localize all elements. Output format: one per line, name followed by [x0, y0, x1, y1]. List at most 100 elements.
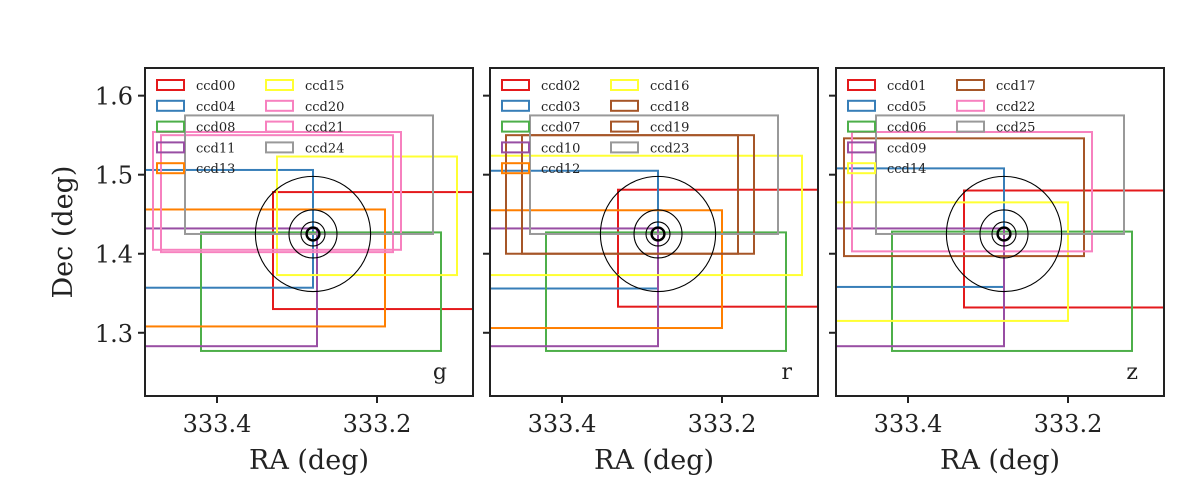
legend-label: ccd22	[996, 100, 1035, 115]
legend-label: ccd05	[887, 100, 926, 115]
legend-label: ccd03	[541, 100, 580, 115]
legend: ccd01 ccd05 ccd06 ccd09 ccd14 ccd17 ccd22 ccd25	[847, 79, 1035, 177]
ccd-footprint-ccd06	[891, 230, 1133, 352]
legend-swatch	[610, 141, 639, 154]
ccd-footprint-ccd13	[145, 208, 386, 328]
y-axis-label: Dec (deg)	[48, 166, 79, 299]
legend-swatch	[847, 120, 876, 133]
legend-label: ccd20	[305, 100, 344, 115]
panel-g: 333.4 333.2 1.3 1.4 1.5 1.6 RA (deg) Dec (deg) g…	[48, 67, 474, 476]
aperture-circle	[991, 221, 1017, 247]
legend-swatch	[501, 120, 530, 133]
legend-swatch	[956, 120, 985, 133]
legend-swatch	[156, 162, 185, 175]
legend-swatch	[956, 79, 985, 91]
aperture-circle	[288, 209, 338, 259]
plot-area	[145, 114, 473, 352]
legend-label: ccd07	[541, 121, 580, 136]
legend-label: ccd13	[196, 162, 235, 177]
x-axis-label: RA (deg)	[940, 445, 1060, 476]
legend-label: ccd23	[650, 141, 689, 156]
x-tick-label: 333.2	[1034, 410, 1103, 438]
aperture-circle	[633, 209, 683, 259]
aperture-circle	[300, 221, 326, 247]
x-tick-label: 333.2	[688, 410, 757, 438]
aperture-circle	[650, 226, 666, 242]
ccd-footprint-ccd25	[875, 114, 1125, 235]
aperture-circle	[305, 226, 321, 242]
legend: ccd00ccd04ccd08ccd11ccd13ccd15ccd20ccd21…	[156, 79, 344, 177]
axes-frame	[835, 67, 1165, 397]
y-tick-label: 1.6	[95, 83, 133, 111]
y-tick-label: 1.4	[95, 241, 133, 269]
legend-label: ccd17	[996, 79, 1035, 94]
ccd-footprint-ccd12	[490, 209, 723, 330]
x-tick-label: 333.4	[183, 410, 252, 438]
legend-label: ccd24	[305, 141, 344, 156]
legend-label: ccd04	[196, 100, 235, 115]
legend-swatch	[156, 99, 185, 112]
ccd-footprint-ccd11	[145, 227, 318, 348]
legend-label: ccd19	[650, 121, 689, 136]
legend-label: ccd02	[541, 79, 580, 94]
legend-label: ccd21	[305, 121, 344, 136]
legend-label: ccd09	[887, 141, 926, 156]
ccd-footprint-ccd08	[200, 231, 442, 352]
legend-label: ccd00	[196, 79, 235, 94]
legend-swatch	[610, 120, 639, 133]
legend-label: ccd06	[887, 121, 926, 136]
aperture-circle	[996, 226, 1012, 242]
legend-swatch	[501, 162, 530, 175]
legend-swatch	[501, 79, 530, 91]
legend: ccd02 ccd03 ccd07 ccd10 ccd12 ccd16 ccd18 ccd19…	[501, 79, 689, 177]
legend-label: ccd15	[305, 79, 344, 94]
legend-swatch	[265, 99, 294, 112]
legend-swatch	[847, 79, 876, 91]
legend-swatch	[156, 79, 185, 91]
legend-swatch	[847, 99, 876, 112]
x-axis-label: RA (deg)	[594, 445, 714, 476]
ccd-footprint-ccd02	[617, 188, 818, 308]
band-label: z	[1126, 360, 1138, 385]
aperture-circle	[599, 175, 717, 293]
legend-swatch	[156, 120, 185, 133]
legend-label: ccd01	[887, 79, 926, 94]
legend-label: ccd12	[541, 162, 580, 177]
axes-frame	[489, 67, 819, 397]
legend-label: ccd18	[650, 100, 689, 115]
legend-swatch	[501, 99, 530, 112]
axes-frame	[144, 67, 474, 397]
legend-swatch	[847, 162, 876, 175]
ccd-footprint-ccd24	[184, 114, 434, 235]
aperture-circle	[254, 175, 372, 293]
y-tick-label: 1.3	[95, 320, 133, 348]
y-tick-label: 1.5	[95, 162, 133, 190]
legend-swatch	[501, 141, 530, 154]
legend-swatch	[847, 141, 876, 154]
legend-label: ccd10	[541, 141, 580, 156]
band-label: g	[433, 360, 447, 385]
legend-swatch	[156, 141, 185, 154]
legend-label: ccd25	[996, 121, 1035, 136]
aperture-circle	[945, 175, 1063, 293]
legend-label: ccd16	[650, 79, 689, 94]
plot-area	[836, 114, 1164, 352]
legend-swatch	[265, 120, 294, 133]
ccd-footprint-ccd07	[545, 231, 787, 352]
legend-label: ccd14	[887, 162, 926, 177]
aperture-circle	[979, 209, 1029, 259]
legend-swatch	[265, 79, 294, 91]
ccd-footprint-ccd21	[160, 134, 394, 254]
x-tick-label: 333.2	[343, 410, 412, 438]
ccd-footprint-ccd01	[963, 189, 1164, 309]
ccd-footprint-ccd15	[276, 155, 458, 277]
ccd-footprint-ccd14	[836, 201, 1069, 322]
band-label: r	[781, 360, 792, 385]
legend-swatch	[956, 99, 985, 112]
x-tick-label: 333.4	[874, 410, 943, 438]
ccd-footprint-ccd16	[490, 154, 803, 277]
x-axis-label: RA (deg)	[249, 445, 369, 476]
ccd-footprint-ccd23	[529, 114, 779, 235]
